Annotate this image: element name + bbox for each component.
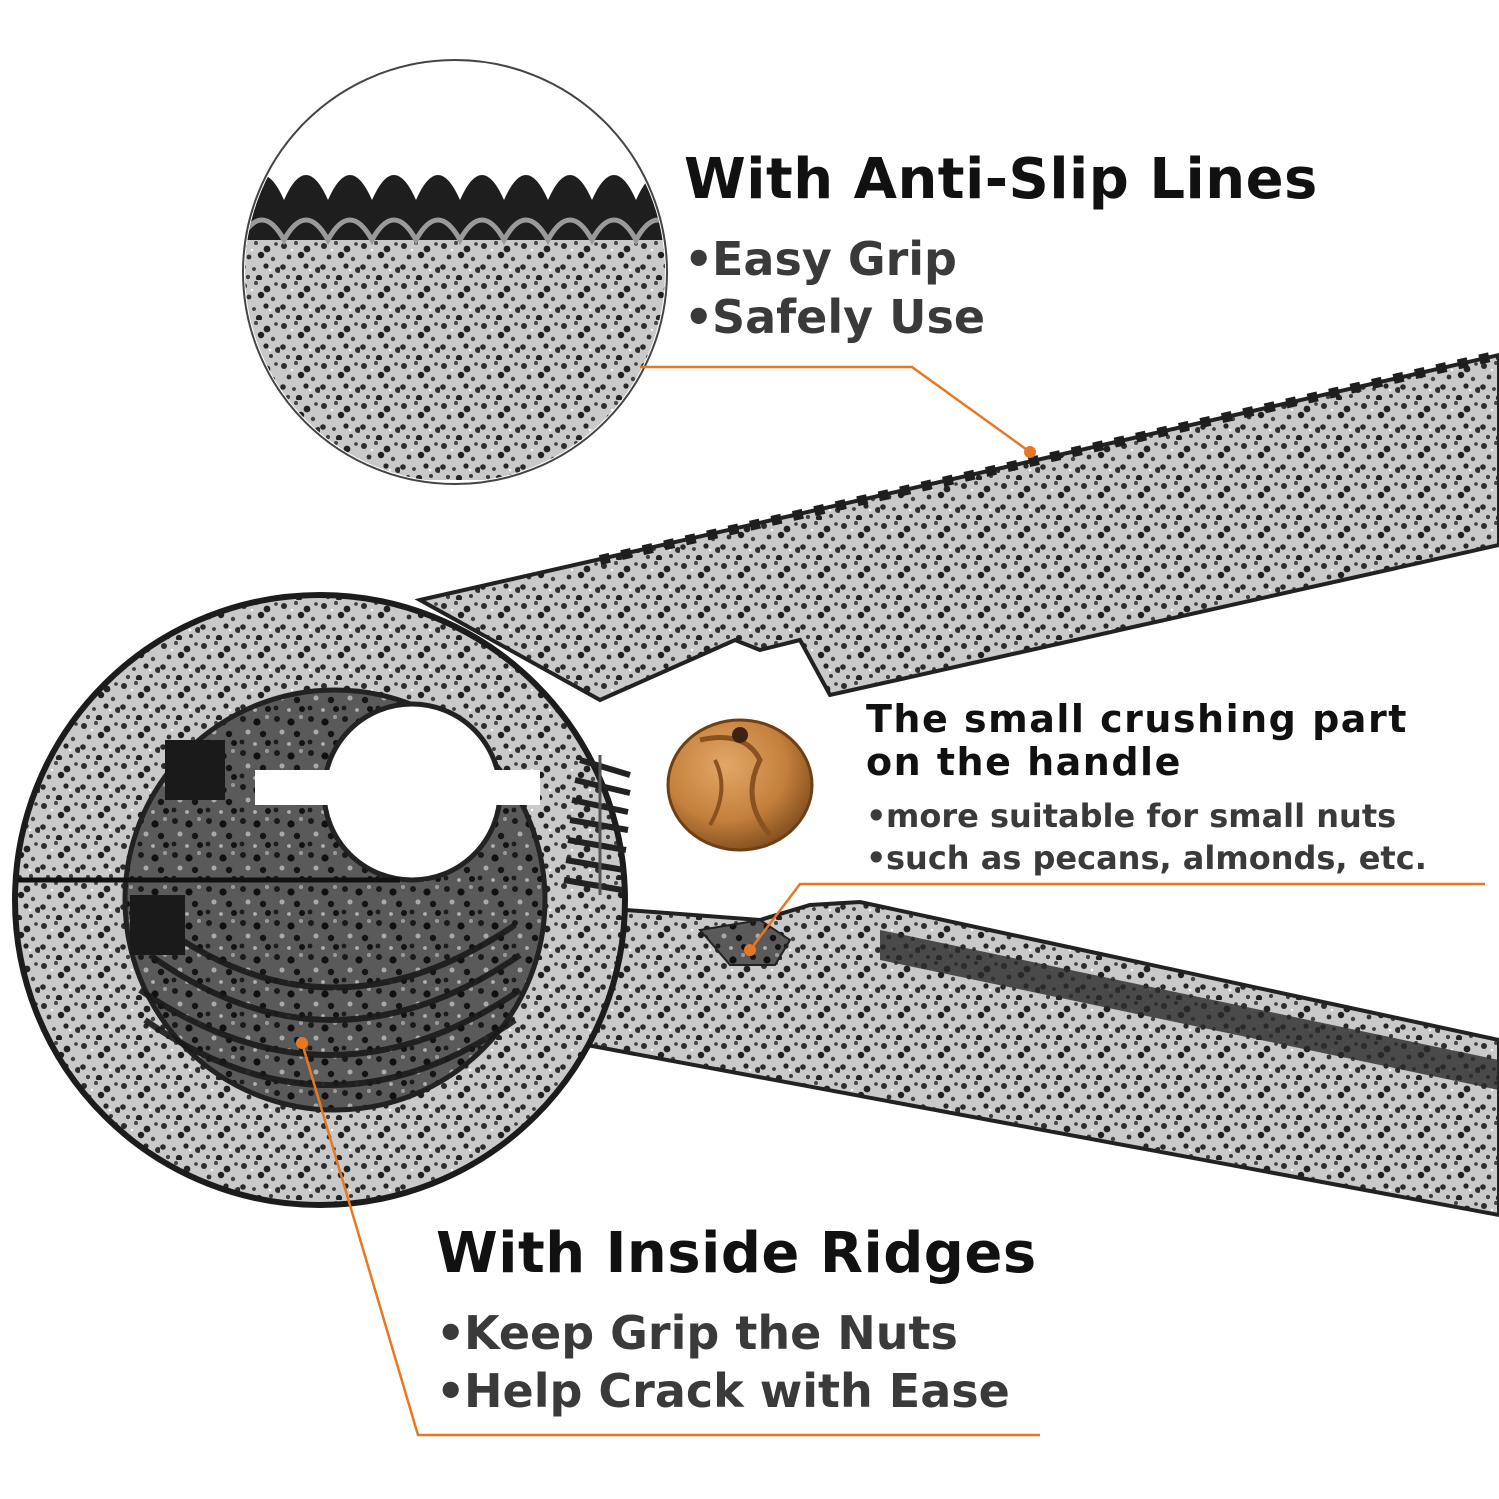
crushing-bullet-1: •more suitable for small nuts xyxy=(866,800,1396,832)
anti-slip-bullet-1: •Easy Grip xyxy=(684,236,957,282)
anti-slip-leader xyxy=(640,365,1031,454)
bullet-dot: • xyxy=(436,1364,466,1418)
anti-slip-title: With Anti-Slip Lines xyxy=(684,147,1318,212)
upper-handle xyxy=(414,350,1499,703)
zoom-circle xyxy=(242,59,668,485)
crushing-bullet-1-text: more suitable for small nuts xyxy=(886,797,1397,835)
lower-handle xyxy=(558,899,1499,1218)
ridges-bullet-2-text: Help Crack with Ease xyxy=(464,1364,1010,1418)
crushing-bullet-2: •such as pecans, almonds, etc. xyxy=(866,842,1427,874)
spring xyxy=(563,755,631,895)
bullet-dot: • xyxy=(436,1306,466,1360)
cracker-head xyxy=(12,592,628,1208)
bullet-dot: • xyxy=(684,232,714,286)
ridges-bullet-2: •Help Crack with Ease xyxy=(436,1368,1010,1414)
bullet-dot: • xyxy=(866,839,887,877)
leader-lines xyxy=(296,365,1485,1437)
anti-slip-bullet-2-text: Safely Use xyxy=(712,290,986,344)
bullet-dot: • xyxy=(866,797,887,835)
ridges-bullet-1-text: Keep Grip the Nuts xyxy=(464,1306,958,1360)
crushing-bullet-2-text: such as pecans, almonds, etc. xyxy=(886,839,1427,877)
bullet-dot: • xyxy=(684,290,714,344)
crushing-title-line-2: on the handle xyxy=(866,739,1182,784)
anti-slip-bullet-1-text: Easy Grip xyxy=(712,232,957,286)
ridges-leader xyxy=(300,1042,1040,1437)
anti-slip-bullet-2: •Safely Use xyxy=(684,294,985,340)
crushing-title: The small crushing part on the handle xyxy=(866,698,1408,783)
crushing-title-line-1: The small crushing part xyxy=(866,697,1408,741)
crushing-leader xyxy=(749,882,1485,951)
ridges-bullet-1: •Keep Grip the Nuts xyxy=(436,1310,958,1356)
hazelnut-image xyxy=(666,718,814,852)
ridges-title: With Inside Ridges xyxy=(436,1221,1037,1286)
